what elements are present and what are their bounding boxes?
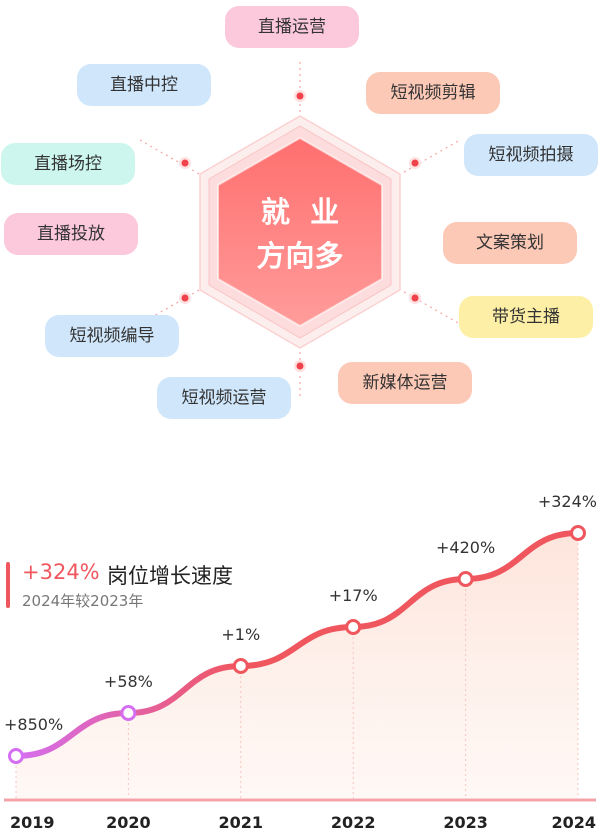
legend-value: +324%	[22, 560, 100, 584]
data-label: +420%	[436, 538, 495, 557]
x-tick-label: 2022	[331, 813, 376, 832]
data-point	[8, 748, 24, 764]
series-line	[13, 530, 581, 759]
vertex-dot	[296, 362, 304, 370]
hexagon-graphic: 就 业 方向多	[139, 62, 461, 398]
data-point	[120, 705, 137, 721]
tag-copywriting: 文案策划	[443, 222, 577, 264]
tag-live-field-control: 直播场控	[1, 143, 135, 185]
x-tick-label: 2019	[10, 813, 55, 832]
area-fill	[16, 533, 578, 798]
tag-live-operation: 直播运营	[225, 6, 359, 48]
tag-live-ad-delivery: 直播投放	[4, 213, 138, 255]
vertex-dot	[296, 92, 304, 100]
spoke-line	[139, 231, 301, 325]
legend-subtitle: 2024年较2023年	[22, 592, 144, 610]
data-label: +58%	[104, 672, 153, 691]
tag-video-editing: 短视频剪辑	[366, 72, 500, 114]
x-tick-label: 2020	[106, 813, 151, 832]
tag-new-media-operation: 新媒体运营	[338, 362, 472, 404]
vertex-dot	[411, 159, 419, 167]
hexagon-inner	[217, 136, 383, 328]
spoke-line	[139, 139, 301, 233]
legend-accent-bar	[6, 562, 10, 608]
data-label: +1%	[221, 625, 260, 644]
center-title-line1: 就 业	[261, 195, 339, 229]
data-point	[457, 571, 474, 587]
tag-video-director: 短视频编导	[45, 315, 179, 357]
center-title-line2: 方向多	[256, 239, 343, 273]
chart-layer: +850% 2019 +58% 2020 +1% 2021 +17% 2022 +420% 202…	[4, 492, 597, 832]
vertex-dot	[411, 294, 419, 302]
x-tick-label: 2021	[219, 813, 264, 832]
data-label: +850%	[4, 715, 63, 734]
tag-video-shooting: 短视频拍摄	[464, 134, 598, 176]
tag-sales-host: 带货主播	[459, 296, 593, 338]
data-point	[570, 525, 586, 541]
legend-title: 岗位增长速度	[107, 564, 233, 588]
tag-video-operation: 短视频运营	[157, 377, 291, 419]
vertex-dot	[181, 294, 189, 302]
growth-chart: +850% 2019 +58% 2020 +1% 2021 +17% 2022 +420% 202…	[4, 492, 597, 832]
x-tick-label: 2024	[551, 813, 596, 832]
vertex-dot	[181, 159, 189, 167]
career-directions-diagram: 就 业 方向多 直播运营 短视频剪辑 直播中控 短视频拍摄 直播场控 直播投放 …	[1, 6, 598, 419]
data-label: +17%	[329, 586, 378, 605]
data-point	[232, 658, 249, 674]
vertex-dots	[179, 90, 421, 372]
data-label: +324%	[538, 492, 597, 511]
tag-live-control: 直播中控	[77, 64, 211, 106]
x-tick-label: 2023	[443, 813, 488, 832]
data-point	[345, 619, 362, 635]
